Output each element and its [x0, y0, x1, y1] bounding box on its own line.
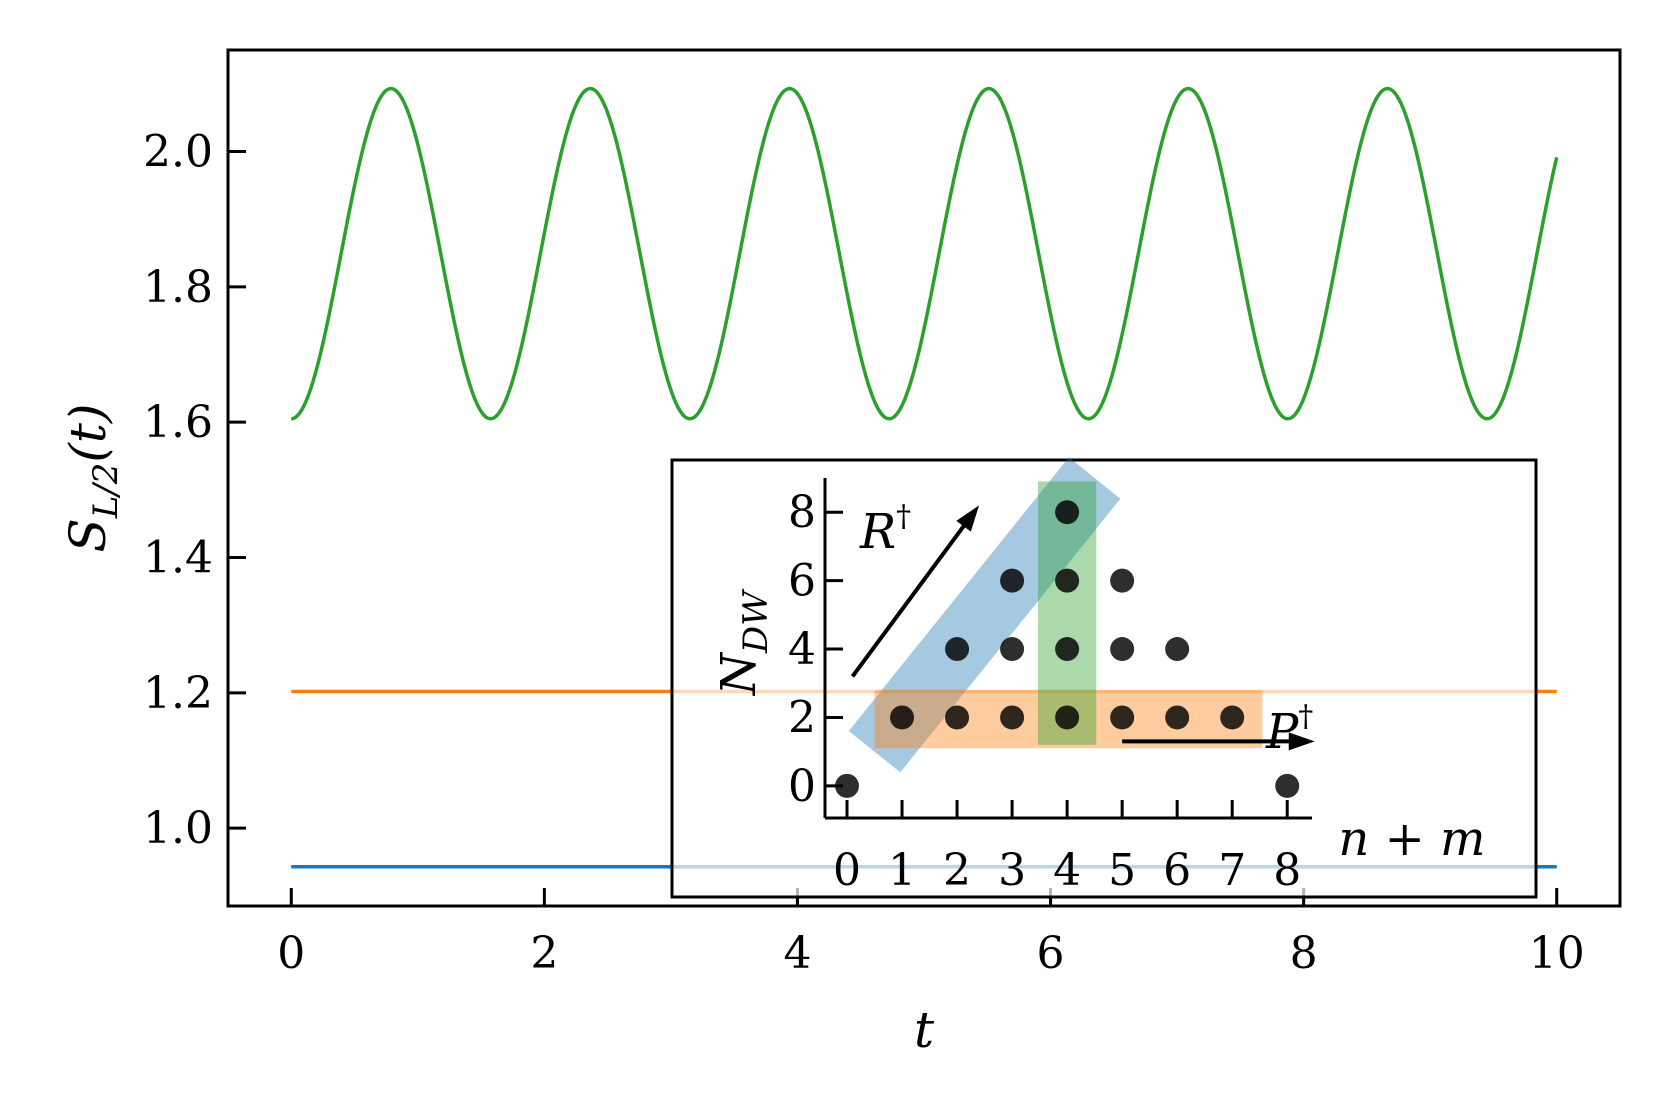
inset-point — [1000, 637, 1025, 662]
inset-point — [1110, 637, 1135, 662]
inset-point — [1055, 500, 1080, 525]
arrow-P-dagger-head — [1288, 732, 1315, 751]
band-green-vertical — [1037, 481, 1097, 745]
inset-y-tick-label: 0 — [788, 761, 816, 812]
x-tick-label: 6 — [1037, 928, 1065, 979]
inset-point — [890, 705, 915, 730]
inset-point — [1275, 773, 1300, 798]
y-tick-label: 1.0 — [143, 803, 213, 854]
inset-point — [1165, 637, 1190, 662]
inset-x-tick-label: 1 — [888, 845, 916, 896]
inset-x-tick-label: 6 — [1163, 845, 1191, 896]
main-x-ticks: 0 2 4 6 8 10 — [277, 888, 1585, 979]
y-tick-label: 1.4 — [143, 533, 213, 584]
inset-x-tick-label: 0 — [833, 845, 861, 896]
svg-text:NDW: NDW — [711, 588, 776, 696]
inset-point — [1110, 568, 1135, 593]
inset-point — [1055, 705, 1080, 730]
x-tick-label: 2 — [530, 928, 558, 979]
inset-point — [1220, 705, 1245, 730]
y-tick-label: 1.2 — [143, 668, 213, 719]
inset-y-label-main: N — [711, 651, 767, 696]
inset-bands — [848, 457, 1263, 773]
inset-y-tick-label: 4 — [788, 624, 816, 675]
y-tick-label: 1.8 — [143, 262, 213, 313]
inset-frame — [670, 458, 1538, 899]
main-y-label-sub: L/2 — [86, 463, 126, 520]
main-x-axis-label: t — [914, 1001, 935, 1059]
main-y-ticks: 1.0 1.2 1.4 1.6 1.8 2.0 — [143, 127, 246, 854]
inset-arrows: R† P† — [850, 499, 1315, 760]
arrow-R-dagger-label: R† — [859, 499, 911, 560]
inset-x-tick-label: 5 — [1108, 845, 1136, 896]
inset-x-tick-label: 4 — [1053, 845, 1081, 896]
inset-y-axis-label: NDW — [711, 588, 776, 696]
inset-x-tick-label: 7 — [1218, 845, 1246, 896]
inset-y-tick-label: 8 — [788, 487, 816, 538]
inset-point — [1055, 637, 1080, 662]
inset-y-tick-label: 6 — [788, 556, 816, 607]
main-axes-frame — [226, 48, 1622, 908]
arrow-R-dagger-head — [956, 505, 980, 532]
y-tick-label: 2.0 — [143, 127, 213, 178]
inset-y-tick-label: 2 — [788, 692, 816, 743]
x-tick-label: 0 — [277, 928, 305, 979]
inset-y-label-sub: DW — [736, 588, 776, 654]
x-tick-label: 8 — [1290, 928, 1318, 979]
inset-x-tick-label: 8 — [1273, 845, 1301, 896]
inset-point — [1110, 705, 1135, 730]
svg-text:SL/2(t): SL/2(t) — [59, 403, 126, 552]
inset-point — [1000, 705, 1025, 730]
band-blue-diagonal — [848, 457, 1121, 773]
inset-point — [945, 705, 970, 730]
inset-x-tick-label: 2 — [943, 845, 971, 896]
inset-point — [945, 637, 970, 662]
series-line-0 — [291, 86, 1559, 421]
inset-x-tick-label: 3 — [998, 845, 1026, 896]
arrow-P-dagger-label: P† — [1265, 699, 1313, 760]
y-tick-label: 1.6 — [143, 397, 213, 448]
inset-point — [1055, 568, 1080, 593]
main-y-axis-label: SL/2(t) — [59, 403, 126, 552]
arrow-R-dagger-shaft — [850, 518, 970, 678]
main-y-label-main: S — [59, 518, 117, 552]
inset-point — [1165, 705, 1190, 730]
inset-point — [1000, 568, 1025, 593]
main-y-label-tail: (t) — [59, 403, 117, 462]
inset-points — [835, 500, 1300, 798]
inset-point — [835, 773, 859, 798]
x-tick-label: 4 — [783, 928, 811, 979]
inset-x-axis-label: n + m — [1338, 811, 1485, 867]
x-tick-label: 10 — [1529, 928, 1585, 979]
